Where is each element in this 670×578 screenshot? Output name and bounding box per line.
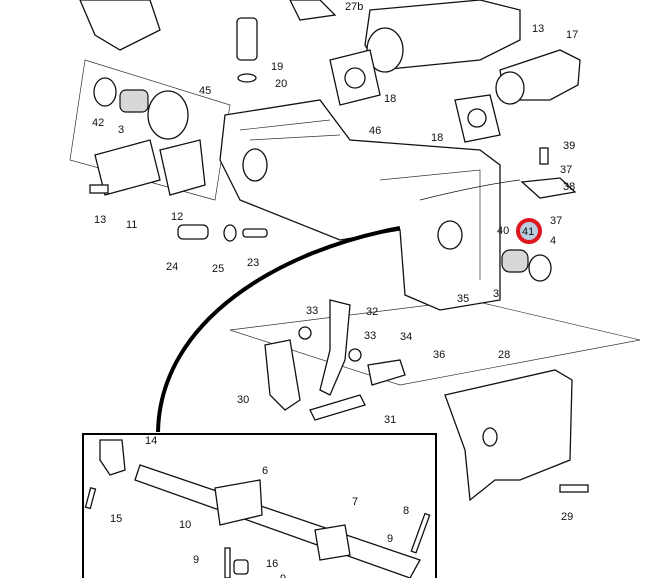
pin-15: [84, 487, 97, 510]
pin-8: [410, 512, 431, 554]
label-18: 18: [431, 132, 443, 144]
label-42: 42: [92, 117, 104, 129]
label-33: 33: [306, 305, 318, 317]
label-36: 36: [433, 349, 445, 361]
label-4: 4: [550, 235, 556, 247]
detail-arrow: [156, 226, 401, 433]
label-23: 23: [247, 257, 259, 269]
part-labels: 27b 13 17 19 20 45 42 3 18 46 18 39 37 3…: [92, 1, 578, 578]
bolt-29: [559, 484, 589, 493]
actuator-end: [366, 27, 404, 73]
label-15: 15: [110, 513, 122, 525]
label-3: 3: [493, 288, 499, 300]
label-9: 9: [280, 573, 286, 578]
label-39: 39: [563, 140, 575, 152]
lever-plane-outline: [229, 299, 641, 386]
assembly-outline: [69, 59, 231, 201]
label-17: 17: [566, 29, 578, 41]
label-6: 6: [262, 465, 268, 477]
label-32: 32: [366, 306, 378, 318]
bracket-34: [367, 359, 406, 386]
plug-23: [242, 228, 268, 238]
label-45: 45: [199, 85, 211, 97]
washer-part: [237, 73, 257, 83]
label-34: 34: [400, 331, 412, 343]
label-3: 3: [118, 124, 124, 136]
lever-30: [264, 339, 301, 411]
seal-45: [147, 90, 189, 140]
housing-bore: [437, 220, 463, 250]
pin-9: [224, 547, 231, 578]
label-27b: 27b: [345, 1, 363, 13]
gasket-hole: [344, 67, 366, 89]
label-10: 10: [179, 519, 191, 531]
housing-detail: [239, 119, 481, 280]
label-16: 16: [266, 558, 278, 570]
label-11: 11: [126, 219, 137, 231]
bush-33a: [298, 326, 312, 340]
label-37: 37: [550, 215, 562, 227]
label-13: 13: [94, 214, 106, 226]
seal-4: [528, 254, 552, 282]
label-31: 31: [384, 414, 396, 426]
label-40: 40: [497, 225, 509, 237]
label-30: 30: [237, 394, 249, 406]
cover-hole: [482, 427, 498, 447]
label-9: 9: [193, 554, 199, 566]
housing-part: [219, 99, 501, 311]
cover-part: [79, 0, 161, 51]
bush-3b: [501, 249, 529, 273]
label-24: 24: [166, 261, 178, 273]
label-25: 25: [212, 263, 224, 275]
flange-11: [94, 139, 161, 196]
label-14: 14: [145, 435, 157, 447]
label-12: 12: [171, 211, 183, 223]
gasket-hole: [467, 108, 487, 128]
label-33: 33: [364, 330, 376, 342]
label-9: 9: [387, 533, 393, 545]
bush-33b: [348, 348, 362, 362]
label-29: 29: [561, 511, 573, 523]
label-20: 20: [275, 78, 287, 90]
ring-42: [93, 77, 117, 107]
label-13: 13: [532, 23, 544, 35]
label-8: 8: [403, 505, 409, 517]
washer-25: [223, 224, 237, 242]
bolt-13: [89, 184, 109, 194]
label-38: 38: [563, 181, 575, 193]
highlight-ring-41[interactable]: [516, 218, 542, 244]
elbow-flange: [495, 71, 525, 105]
plug-16: [233, 559, 249, 575]
label-35: 35: [457, 293, 469, 305]
selector-6: [214, 479, 263, 526]
label-7: 7: [352, 496, 358, 508]
label-41-highlighted[interactable]: 41: [522, 226, 534, 238]
label-19: 19: [271, 61, 283, 73]
label-18: 18: [384, 93, 396, 105]
filter-part: [236, 17, 258, 61]
lever-32: [319, 299, 351, 396]
lever-38: [520, 177, 577, 199]
washer-14: [99, 439, 126, 476]
fork-7: [314, 524, 351, 561]
housing-port: [242, 148, 268, 182]
gasket-12: [159, 139, 206, 196]
label-37: 37: [560, 164, 572, 176]
arrow-line: [419, 179, 521, 201]
pin-39: [539, 147, 549, 165]
sensor-24: [177, 224, 209, 240]
label-46: 46: [369, 125, 381, 137]
link-31: [309, 394, 366, 421]
cover-28: [444, 369, 573, 502]
label-28: 28: [498, 349, 510, 361]
bush-3: [119, 89, 149, 113]
bracket-part: [289, 0, 337, 21]
